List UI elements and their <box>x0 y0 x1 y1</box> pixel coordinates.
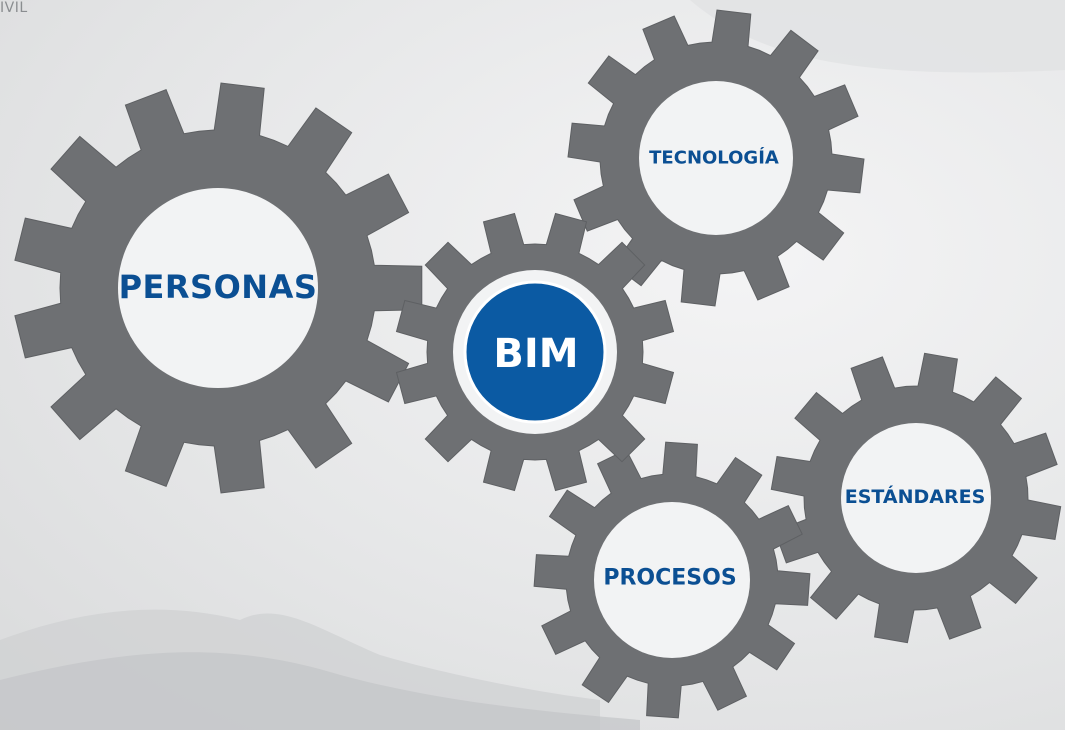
corner-text: IVIL <box>0 0 28 16</box>
label-personas: PERSONAS <box>118 268 318 306</box>
gear-hole <box>639 81 793 235</box>
bim-center-circle <box>463 280 607 424</box>
gear-personas <box>14 82 423 494</box>
label-bim: BIM <box>493 331 579 377</box>
label-estandares: ESTÁNDARES <box>844 486 986 508</box>
gear-procesos <box>533 441 811 719</box>
gear-hole <box>118 188 318 388</box>
label-procesos: PROCESOS <box>603 565 737 591</box>
gear-estandares <box>770 352 1062 644</box>
label-tecnologia: TECNOLOGÍA <box>649 147 779 169</box>
gear-tecnologia <box>567 9 865 307</box>
gear-hole <box>594 502 750 658</box>
gear-hole <box>841 423 991 573</box>
